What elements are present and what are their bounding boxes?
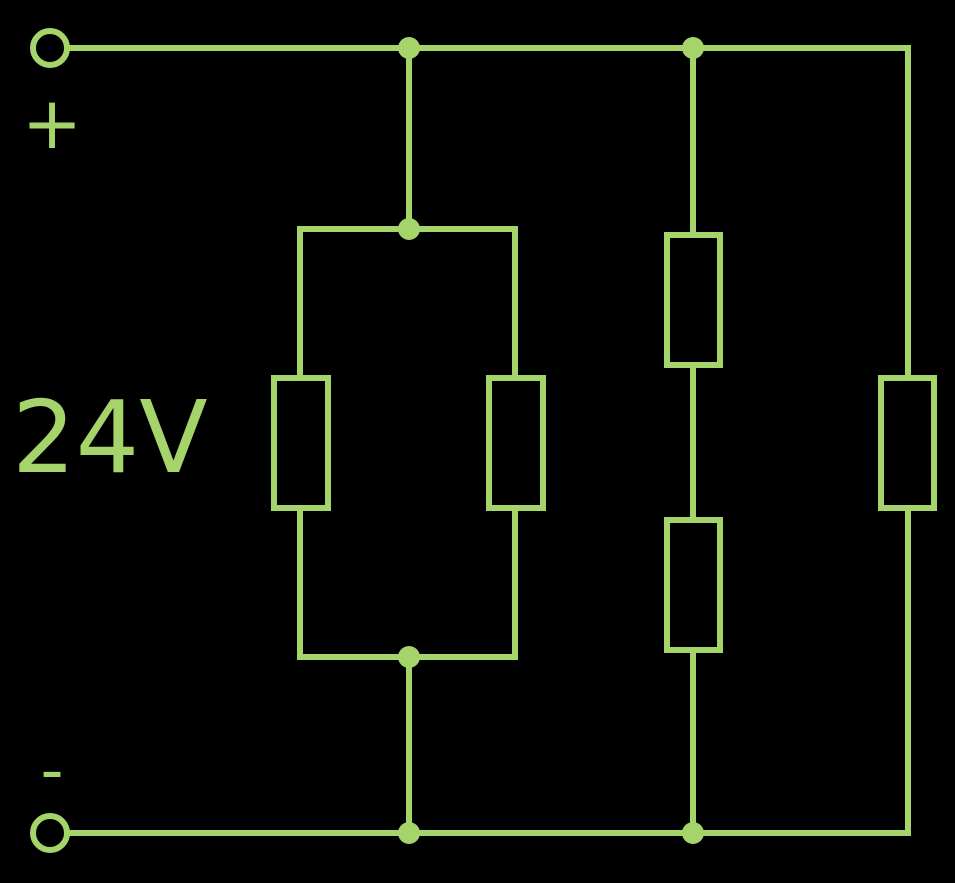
resistor-r2 (486, 375, 546, 511)
junction-dot (398, 37, 420, 59)
junction-dot (398, 218, 420, 240)
junction-dot (398, 646, 420, 668)
positive-terminal (30, 28, 70, 68)
negative-sign-label: - (40, 734, 63, 808)
negative-terminal (30, 813, 70, 853)
branch1-lower-bus (297, 505, 518, 660)
resistor-r5 (878, 375, 937, 511)
voltage-label: 24V (12, 379, 208, 496)
resistor-r1 (271, 375, 331, 511)
resistor-r3 (664, 232, 723, 368)
junction-dot (682, 822, 704, 844)
positive-sign-label: + (22, 81, 82, 165)
junction-dot (682, 37, 704, 59)
junction-dot (398, 822, 420, 844)
branch1-upper-bus (297, 226, 518, 381)
resistor-r4 (664, 517, 723, 653)
